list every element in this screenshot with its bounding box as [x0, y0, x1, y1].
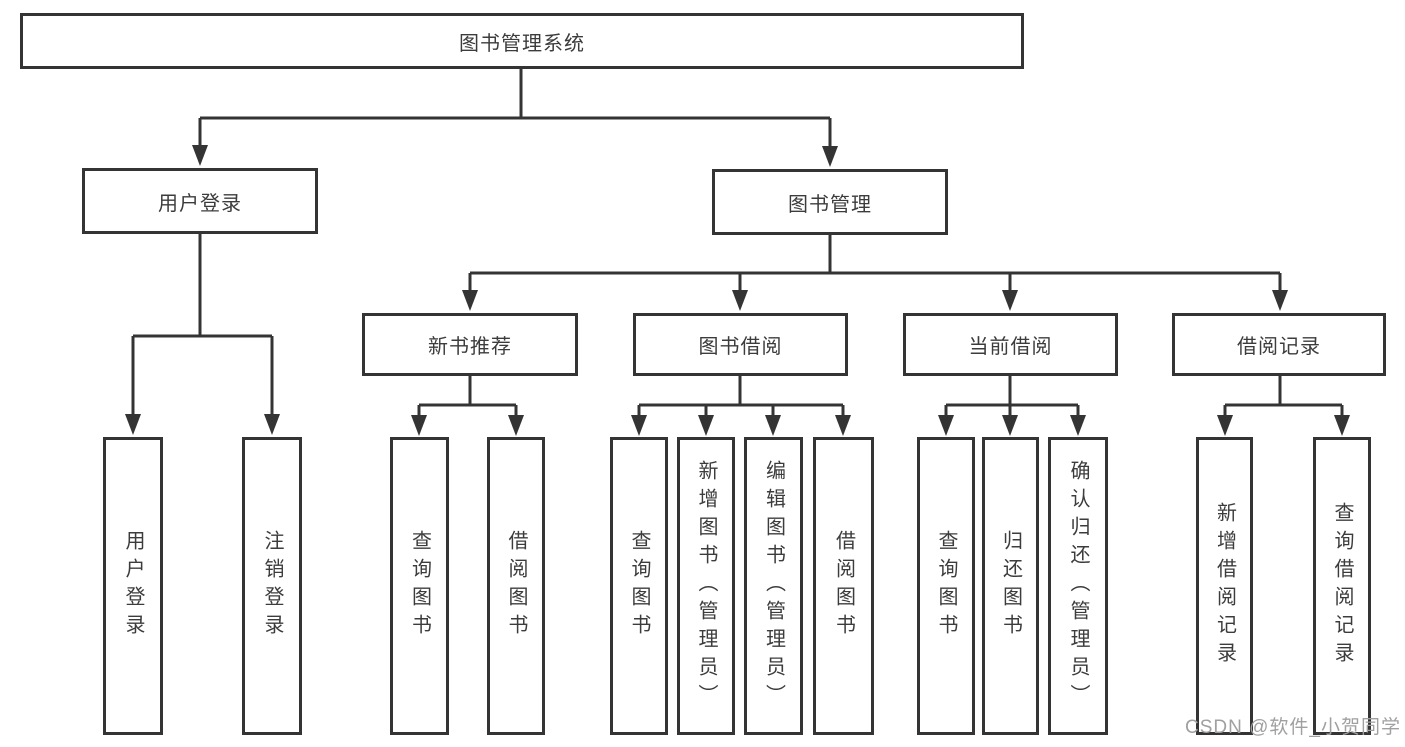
arrow-down-icon	[835, 415, 851, 436]
arrow-down-icon	[938, 415, 954, 436]
node-leaf-current-confirm-return-admin: 确认归还（管理员）	[1048, 437, 1108, 735]
node-leaf-record-query: 查询借阅记录	[1313, 437, 1371, 735]
arrow-down-icon	[765, 415, 781, 436]
arrow-down-icon	[1070, 415, 1086, 436]
arrow-down-icon	[631, 415, 647, 436]
node-label: 查询图书	[408, 530, 431, 642]
connector-line	[131, 233, 274, 416]
arrow-down-icon	[125, 414, 141, 435]
node-label: 当前借阅	[968, 336, 1053, 358]
arrow-down-icon	[411, 415, 427, 436]
node-label: 借阅记录	[1237, 336, 1321, 358]
arrow-down-icon	[508, 415, 524, 436]
watermark: CSDN @软件_小贺同学	[1185, 717, 1401, 738]
arrow-down-icon	[1272, 290, 1288, 311]
node-label: 图书管理	[788, 193, 872, 216]
arrow-down-icon	[822, 146, 838, 167]
node-label: 用户登录	[158, 192, 242, 215]
arrow-down-icon	[1002, 290, 1018, 311]
arrow-down-icon	[1002, 415, 1018, 436]
node-label: 查询图书	[935, 530, 957, 642]
node-leaf-current-query-books: 查询图书	[917, 437, 975, 735]
arrow-down-icon	[1217, 415, 1233, 436]
node-borrow-record: 借阅记录	[1172, 313, 1386, 376]
connector-line	[417, 374, 1344, 416]
node-leaf-borrow-add-books-admin: 新增图书（管理员）	[677, 437, 735, 735]
node-book-borrow: 图书借阅	[633, 313, 848, 376]
node-label: 用户登录	[122, 530, 144, 642]
node-label: 新增图书（管理员）	[695, 460, 717, 712]
node-leaf-borrow-edit-books-admin: 编辑图书（管理员）	[744, 437, 803, 735]
node-leaf-borrow-borrow-books: 借阅图书	[813, 437, 874, 735]
node-leaf-logout: 注销登录	[242, 437, 302, 735]
node-current-borrow: 当前借阅	[903, 313, 1118, 376]
arrow-down-icon	[732, 290, 748, 311]
node-label: 借阅图书	[505, 530, 527, 642]
arrow-down-icon	[192, 145, 208, 166]
node-label: 注销登录	[261, 530, 283, 642]
node-leaf-current-return-books: 归还图书	[982, 437, 1039, 735]
node-leaf-user-login: 用户登录	[103, 437, 163, 735]
node-user-login: 用户登录	[82, 168, 318, 234]
node-label: 查询借阅记录	[1331, 502, 1353, 670]
node-leaf-record-add: 新增借阅记录	[1196, 437, 1253, 735]
node-label: 查询图书	[628, 530, 650, 642]
node-leaf-recommend-query-books: 查询图书	[390, 437, 449, 735]
node-leaf-recommend-borrow-books: 借阅图书	[487, 437, 545, 735]
node-new-book-recommend: 新书推荐	[362, 313, 578, 376]
arrow-down-icon	[462, 290, 478, 311]
node-label: 新书推荐	[428, 336, 512, 358]
arrow-down-icon	[698, 415, 714, 436]
arrow-down-icon	[264, 414, 280, 435]
node-label: 编辑图书（管理员）	[762, 460, 785, 712]
connector-line	[198, 68, 832, 147]
arrow-down-icon	[1334, 415, 1350, 436]
connector-line	[468, 234, 1282, 291]
node-label: 图书借阅	[698, 336, 783, 358]
node-label: 图书管理系统	[459, 32, 585, 55]
node-label: 借阅图书	[832, 530, 855, 642]
node-root: 图书管理系统	[20, 13, 1024, 69]
node-label: 新增借阅记录	[1213, 502, 1236, 670]
node-leaf-borrow-query-books: 查询图书	[610, 437, 668, 735]
node-label: 归还图书	[999, 530, 1022, 642]
node-label: 确认归还（管理员）	[1067, 460, 1089, 712]
node-book-management: 图书管理	[712, 169, 948, 235]
